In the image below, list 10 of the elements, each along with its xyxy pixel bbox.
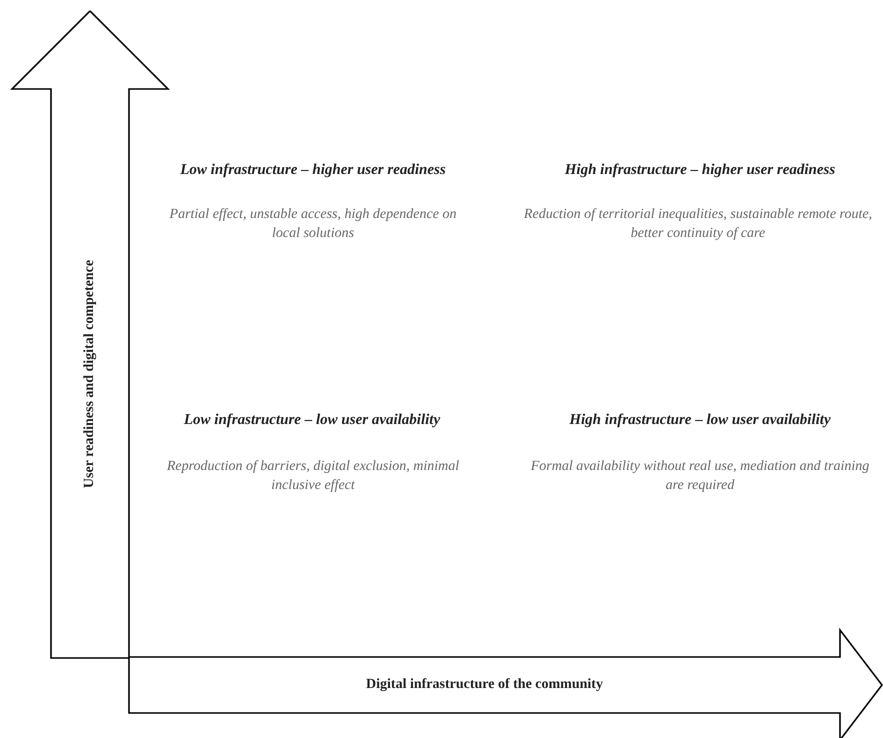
quadrant-heading: High infrastructure – higher user readiness xyxy=(564,161,836,180)
quadrant-description: Partial effect, unstable access, high dependence on local solutions xyxy=(168,206,458,243)
axis-label: Digital infrastructure of the community xyxy=(366,677,603,693)
quadrant-description: Reduction of territorial inequalities, sustainable remote route, better continuity of care xyxy=(522,206,874,243)
axis-label: User readiness and digital competence xyxy=(82,259,98,488)
quadrant-heading: Low infrastructure – higher user readiness xyxy=(179,161,447,180)
quadrant-description: Reproduction of barriers, digital exclusion, minimal inclusive effect xyxy=(166,458,460,495)
quadrant-description: Formal availability without real use, mediation and training are required xyxy=(530,458,870,495)
quadrant-heading: Low infrastructure – low user availability xyxy=(182,411,442,430)
quadrant-heading: High infrastructure – low user availability xyxy=(568,411,832,430)
